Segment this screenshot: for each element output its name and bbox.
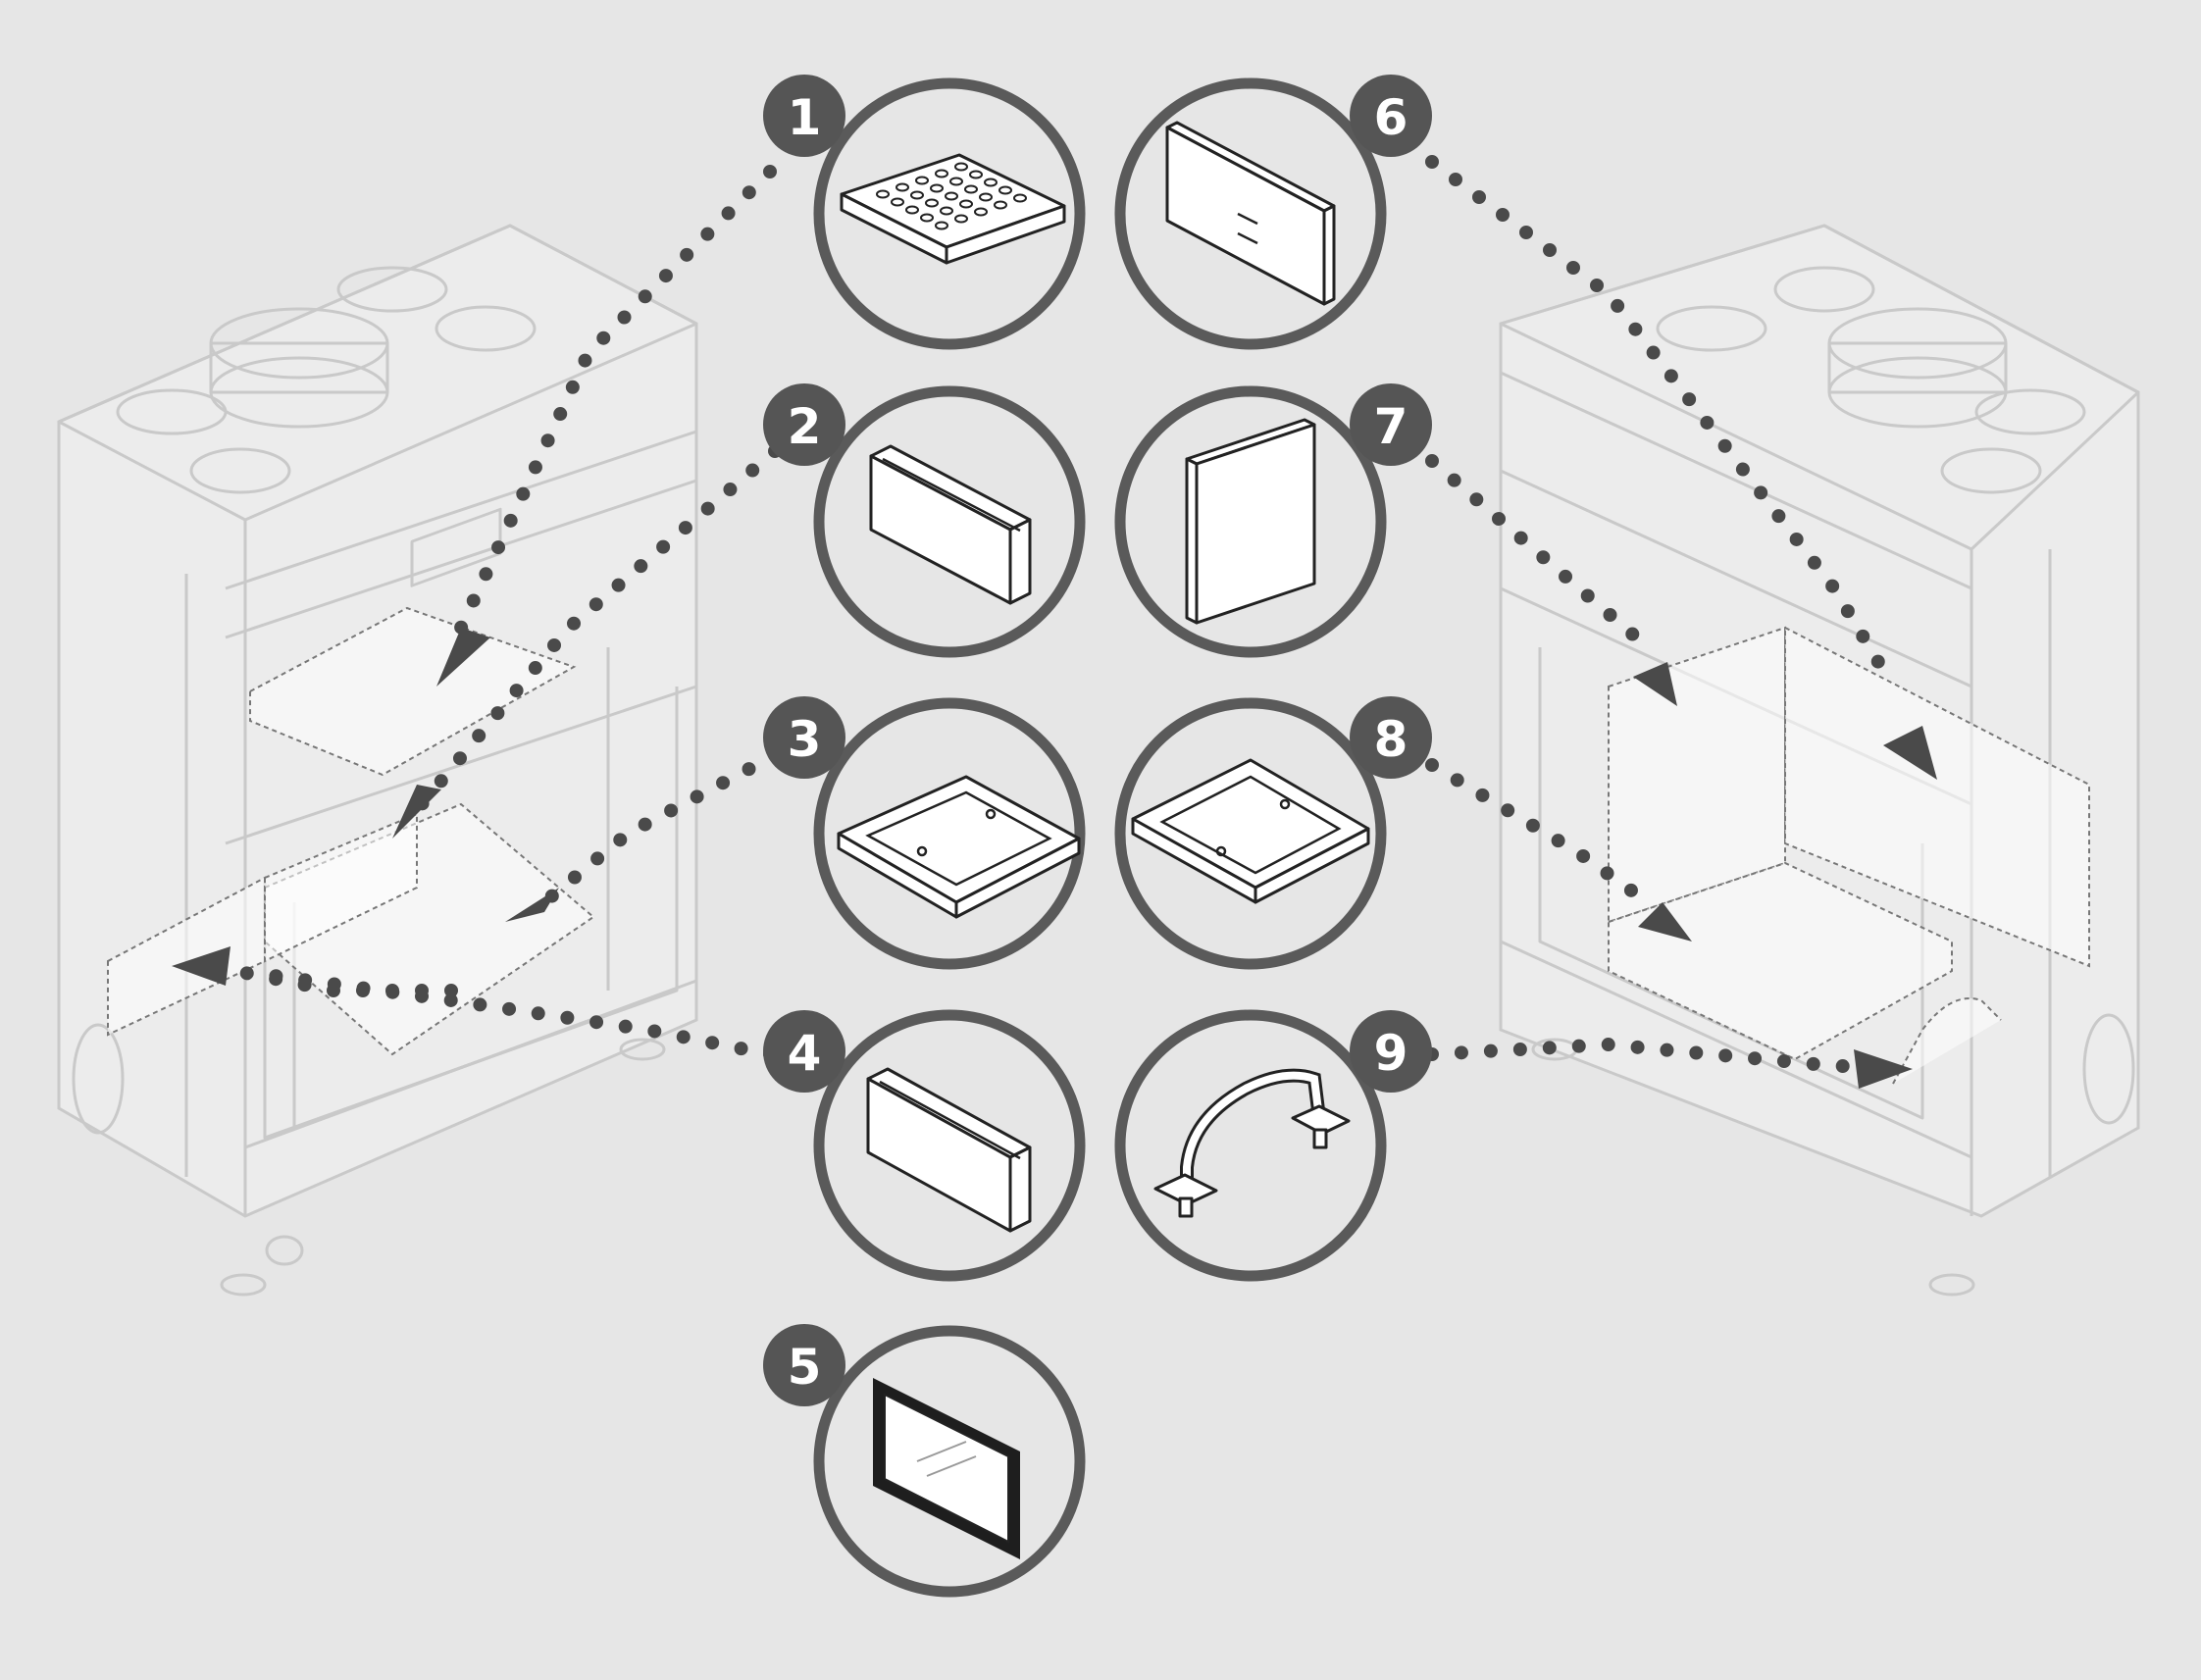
leader-lines [172,155,1937,1089]
callout-number: 9 [1374,1025,1408,1082]
callout-number: 3 [788,711,822,768]
callout-6: 6 [1114,75,1432,350]
callout-1: 1 [763,75,1086,350]
callout-number: 1 [788,89,822,146]
back-panel-icon [1165,121,1336,306]
glass-panel-icon [873,1378,1020,1559]
callout-7: 7 [1114,383,1432,658]
callout-number: 2 [788,398,822,455]
callout-9: 9 [1114,1009,1432,1282]
side-brick-icon [866,1067,1032,1233]
callout-5: 5 [763,1324,1086,1598]
callout-number: 5 [788,1339,822,1396]
floor-tray-icon [1131,758,1370,904]
right-stove-illustration [1499,224,2140,1297]
baffle-brick-icon [869,444,1032,605]
perforated-grate-icon [840,153,1066,265]
base-tray-icon [837,775,1081,919]
callout-number: 7 [1374,398,1408,455]
callout-number: 4 [788,1025,822,1082]
callout-3: 3 [763,696,1086,970]
callout-number: 8 [1374,711,1408,768]
side-panel-icon [1185,418,1316,625]
callout-2: 2 [763,383,1086,658]
callout-4: 4 [763,1009,1086,1282]
left-stove-illustration [57,224,698,1297]
handle-icon [1153,1068,1351,1218]
callout-8: 8 [1114,696,1432,970]
callout-number: 6 [1374,89,1408,146]
